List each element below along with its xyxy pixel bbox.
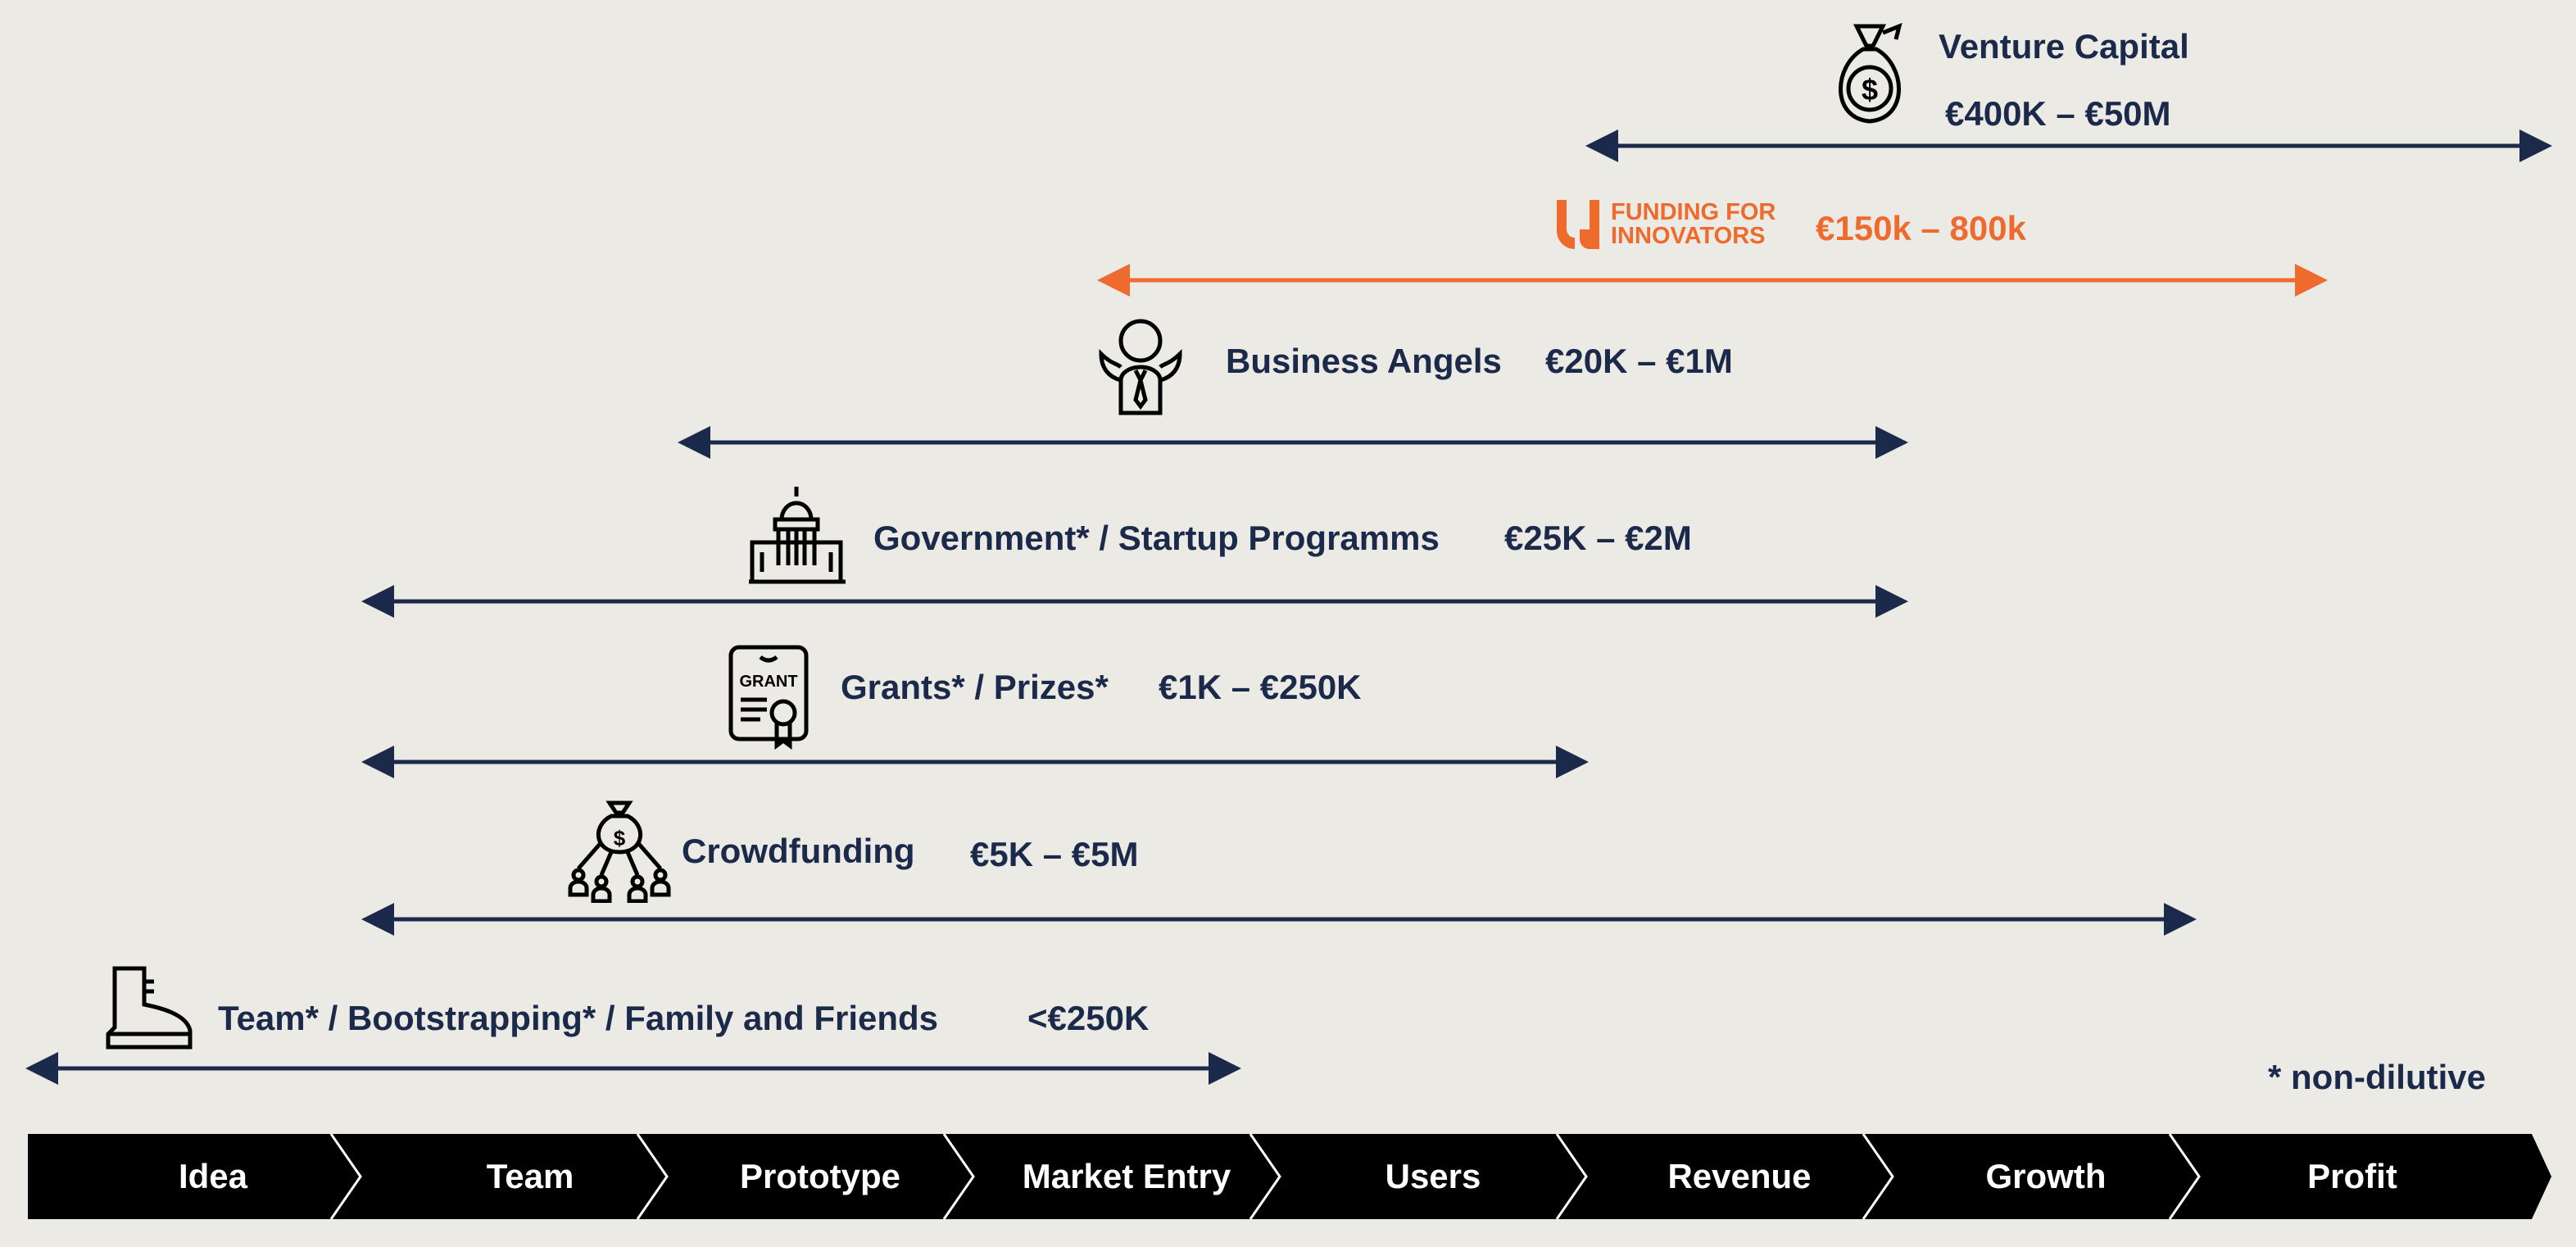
stage-market-entry: Market Entry	[1022, 1157, 1231, 1195]
government-amount: €25K – €2M	[1504, 519, 1692, 557]
stage-growth: Growth	[1985, 1157, 2107, 1195]
ffi-amount: €150k – 800k	[1816, 209, 2026, 247]
business-angels-label: Business Angels	[1226, 342, 1502, 380]
grant-certificate-icon: GRANT	[728, 645, 809, 750]
grant-icon-text: GRANT	[739, 673, 797, 691]
stage-labels: Idea Team Prototype Market Entry Users R…	[33, 1134, 2506, 1219]
svg-text:$: $	[1862, 73, 1878, 107]
boot-icon	[106, 966, 193, 1050]
crowdfunding-label: Crowdfunding	[682, 832, 915, 870]
grants-label: Grants* / Prizes*	[841, 668, 1109, 706]
ffi-logo-mark-icon	[1557, 200, 1599, 249]
venture-capital-label: Venture Capital	[1939, 27, 2189, 66]
money-bag-icon: $	[1839, 22, 1903, 124]
government-label: Government* / Startup Programms	[873, 519, 1440, 557]
capitol-icon	[749, 487, 846, 584]
svg-text:$: $	[614, 826, 626, 850]
business-angels-amount: €20K – €1M	[1545, 342, 1733, 380]
team-amount: <€250K	[1027, 999, 1150, 1037]
crowdfunding-amount: €5K – €5M	[970, 835, 1139, 873]
ffi-logo-line1: FUNDING FOR	[1611, 199, 1776, 225]
grants-amount: €1K – €250K	[1159, 668, 1362, 706]
stage-prototype: Prototype	[739, 1157, 900, 1195]
stage-idea: Idea	[178, 1157, 248, 1195]
stage-team: Team	[486, 1157, 574, 1195]
team-label: Team* / Bootstrapping* / Family and Frie…	[218, 999, 939, 1037]
non-dilutive-footnote: * non-dilutive	[2268, 1058, 2486, 1096]
crowd-money-icon: $	[568, 800, 671, 903]
angel-icon	[1099, 319, 1182, 415]
stage-users: Users	[1385, 1157, 1481, 1195]
stage-revenue: Revenue	[1667, 1157, 1812, 1195]
stage-profit: Profit	[2307, 1157, 2397, 1195]
ffi-logo-line2: INNOVATORS	[1611, 223, 1766, 249]
venture-capital-amount: €400K – €50M	[1945, 94, 2171, 133]
